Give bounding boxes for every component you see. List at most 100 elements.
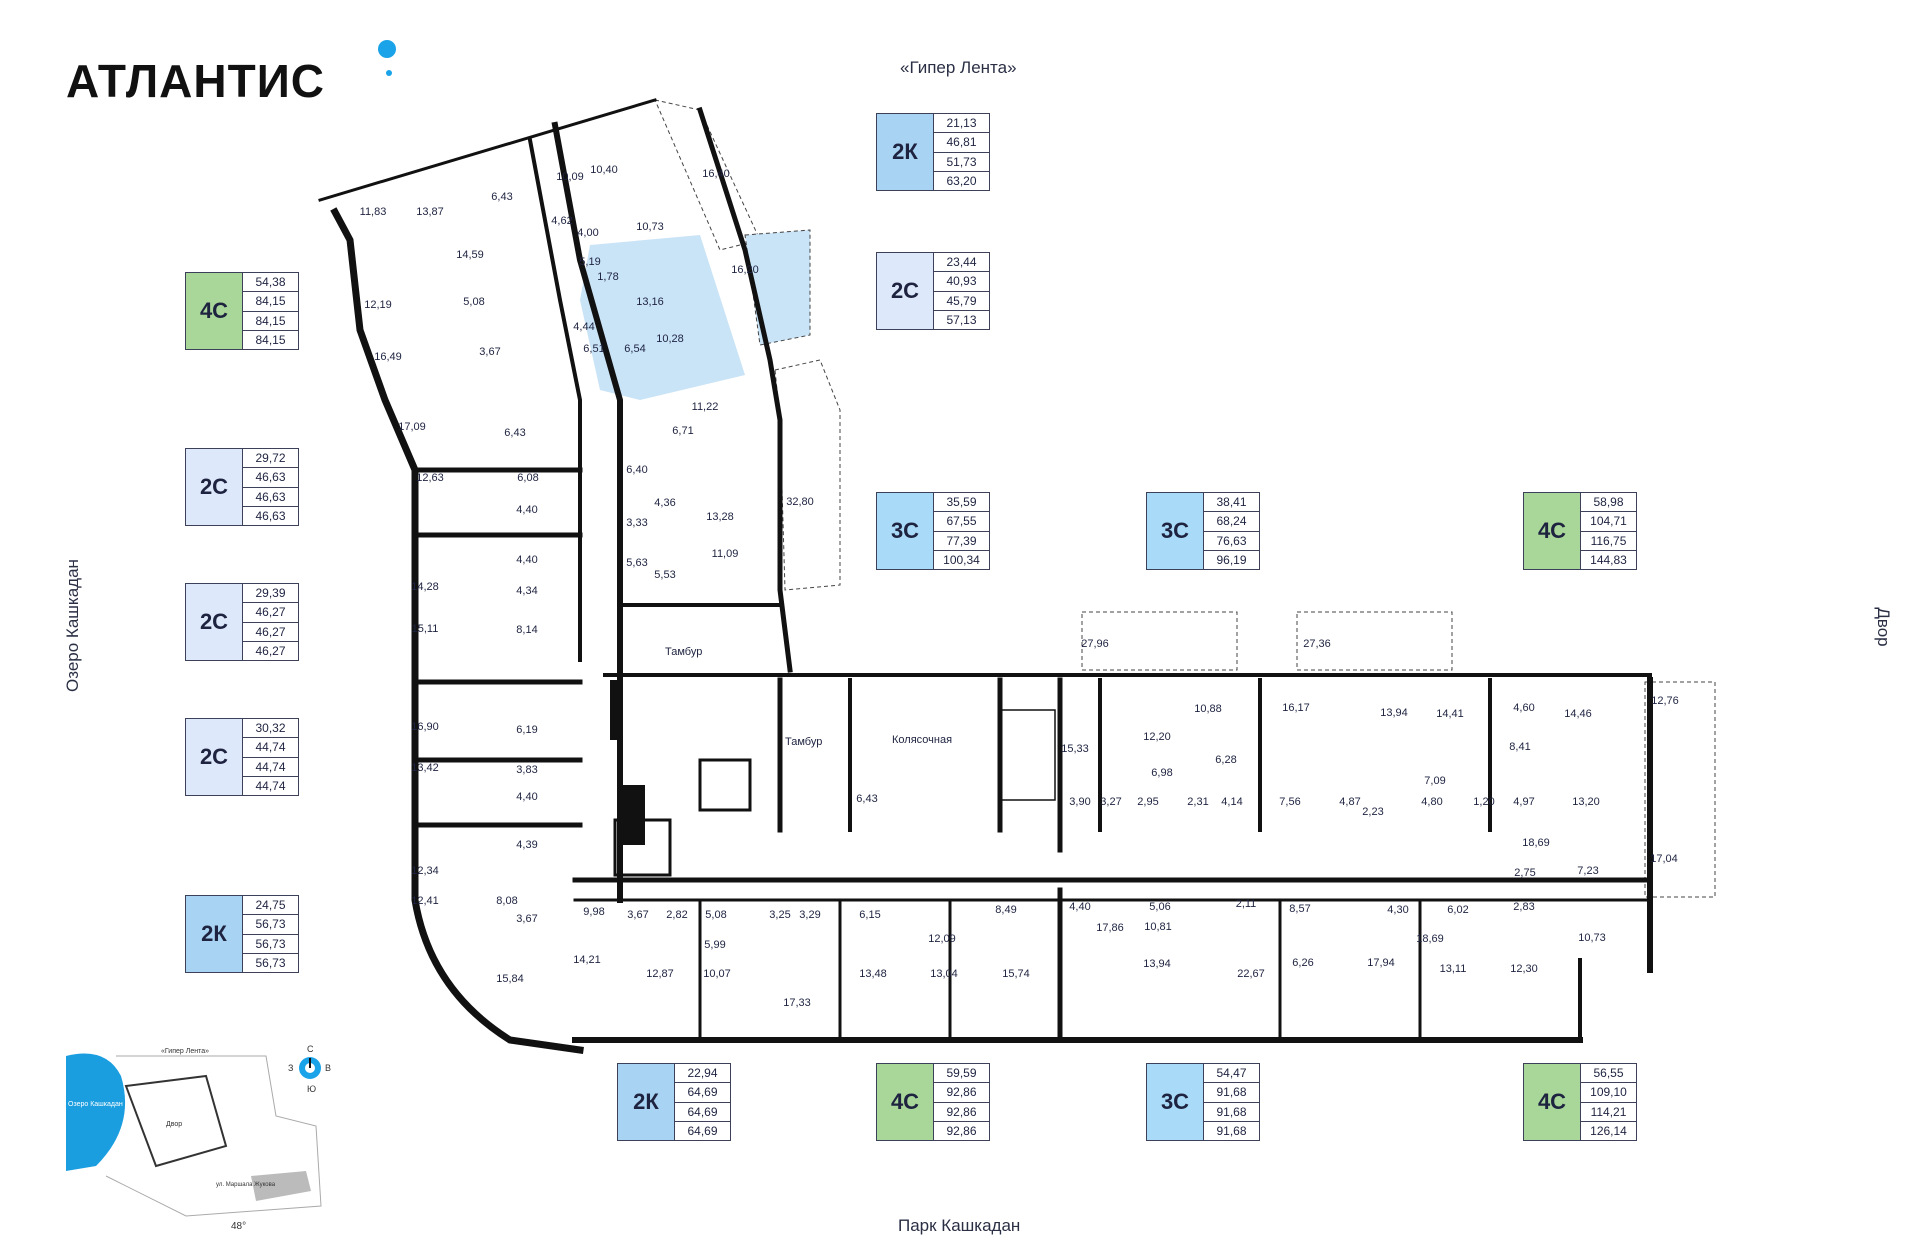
badge-value: 22,94 <box>675 1064 730 1084</box>
room-area: 6,40 <box>626 464 647 476</box>
badge-type: 4С <box>186 273 243 349</box>
room-area: 8,49 <box>995 904 1016 916</box>
balcony-6 <box>1644 681 1716 898</box>
badge-value: 91,68 <box>1204 1103 1259 1122</box>
room-area: 3,67 <box>479 346 500 358</box>
site-minimap: Озеро Кашкадан «Гипер Лента» Двор ул. Ма… <box>66 1036 336 1236</box>
badge-value: 68,24 <box>1204 512 1259 532</box>
room-area: 8,08 <box>496 895 517 907</box>
minimap-lake: Озеро Кашкадан <box>68 1101 123 1108</box>
room-area: 12,34 <box>411 865 439 877</box>
badge-value: 30,32 <box>243 719 298 739</box>
room-area: 13,11 <box>1440 963 1467 975</box>
room-area: 22,67 <box>1237 968 1265 980</box>
room-area: 3,83 <box>516 764 537 776</box>
room-area: 6,28 <box>1215 754 1236 766</box>
room-area: 2,82 <box>666 909 687 921</box>
room-area: 8,57 <box>1289 903 1310 915</box>
room-labels: Тамбур Тамбур Колясочная <box>665 646 952 748</box>
badge-type: 2С <box>186 449 243 525</box>
room-area: 4,44 <box>573 321 594 333</box>
badge-value: 56,73 <box>243 935 298 954</box>
elevator-2 <box>698 758 752 812</box>
badge-value: 96,19 <box>1216 552 1247 567</box>
room-area: 2,75 <box>1514 867 1535 879</box>
room-area: 2,31 <box>1187 796 1208 808</box>
room-area: 17,33 <box>783 997 811 1009</box>
badge-value: 46,81 <box>934 133 989 153</box>
badge-type: 4С <box>1524 1064 1581 1140</box>
room-area: 4,60 <box>1513 702 1534 714</box>
compass: С Ю З В <box>280 1040 340 1096</box>
room-area: 12,41 <box>411 895 439 907</box>
room-area: 4,00 <box>577 227 598 239</box>
room-area: 6,08 <box>517 472 538 484</box>
lake-shape <box>66 1053 126 1171</box>
room-area: 3,67 <box>516 913 537 925</box>
room-area: 2,95 <box>1137 796 1158 808</box>
room-area: 13,28 <box>706 511 734 523</box>
badge-value: 84,15 <box>243 292 298 312</box>
room-area: 11,22 <box>692 401 719 413</box>
room-area: 3,25 <box>769 909 790 921</box>
balcony-5 <box>1296 611 1453 671</box>
room-area: 6,26 <box>1292 957 1313 969</box>
room-area: 13,94 <box>1143 958 1171 970</box>
room-area: 2,83 <box>1513 901 1534 913</box>
room-area: 16,40 <box>702 168 730 180</box>
room-area: 13,48 <box>859 968 887 980</box>
orientation-top: «Гипер Лента» <box>900 58 1017 77</box>
badge-value: 91,68 <box>1204 1083 1259 1103</box>
room-area: 6,43 <box>856 793 877 805</box>
room-area: 10,09 <box>556 171 584 183</box>
badge-value: 64,69 <box>675 1103 730 1122</box>
room-area: 13,20 <box>1572 796 1600 808</box>
room-area: 6,02 <box>1447 904 1468 916</box>
room-area: 5,63 <box>626 557 647 569</box>
room-area: 10,28 <box>656 333 684 345</box>
minimap-yard: Двор <box>166 1121 182 1128</box>
room-area: 13,16 <box>636 296 664 308</box>
badge-value: 54,47 <box>1204 1064 1259 1084</box>
room-area: 14,41 <box>1436 708 1464 720</box>
badge-value: 77,39 <box>934 532 989 551</box>
badge-value: 46,63 <box>243 488 298 507</box>
room-area: 12,20 <box>1143 731 1171 743</box>
badge-value: 29,39 <box>243 584 298 604</box>
minimap-street: ул. Маршала Жукова <box>216 1182 276 1188</box>
badge-value: 84,15 <box>243 312 298 331</box>
room-area: 14,59 <box>456 249 484 261</box>
badge-type: 2С <box>877 253 934 329</box>
badge-value: 24,75 <box>243 896 298 916</box>
room-area: 5,06 <box>1149 901 1170 913</box>
room-area: 12,63 <box>416 472 444 484</box>
room-area: 6,98 <box>1151 767 1172 779</box>
room-area: 3,29 <box>799 909 820 921</box>
core-wall-2 <box>620 785 645 845</box>
minimap-road: «Гипер Лента» <box>161 1048 209 1055</box>
room-area: 4,39 <box>516 839 537 851</box>
room-area: 6,51 <box>583 343 604 355</box>
room-area: 4,36 <box>654 497 675 509</box>
room-area: 13,42 <box>411 762 439 774</box>
